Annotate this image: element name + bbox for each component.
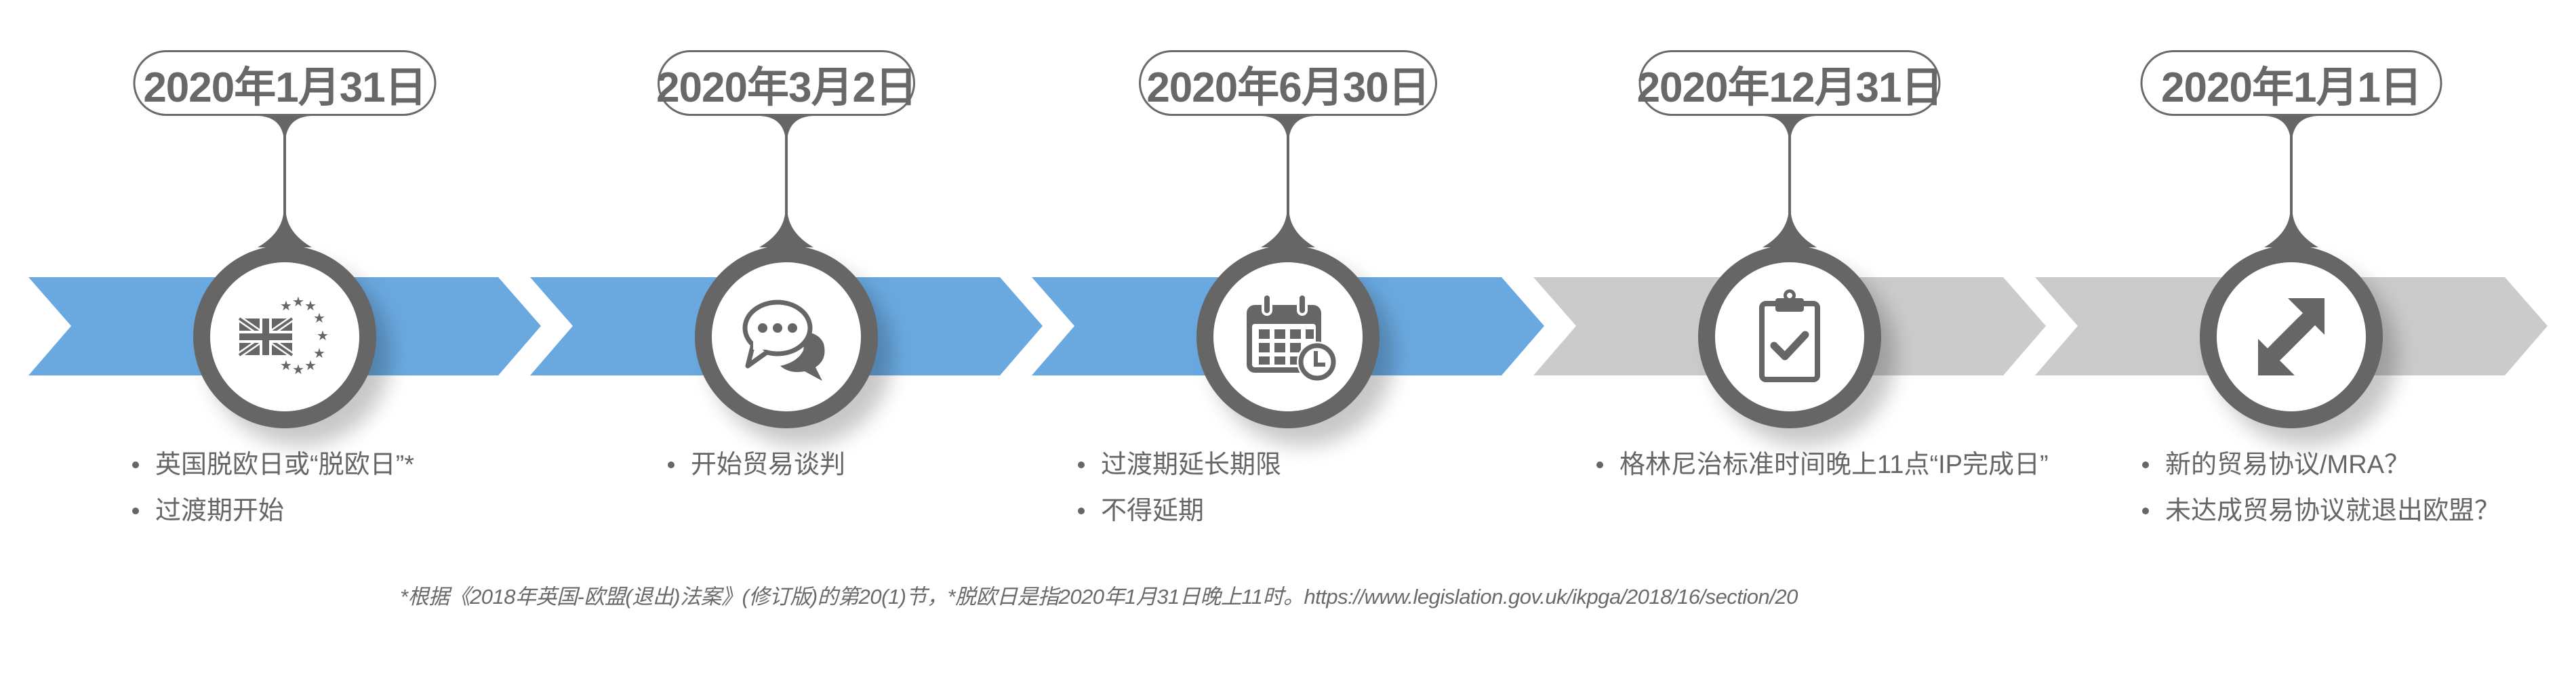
connectors [258,116,2318,247]
date-label: 2020年6月30日 [1146,64,1430,111]
bullet-item: 未达成贸易协议就退出欧盟？ [2142,488,2500,534]
milestone-node-1: ★★★ ★★★ ★★★ [193,245,376,428]
bullet-item: 开始贸易谈判 [668,442,845,488]
uk-eu-flag-icon: ★★★ ★★★ ★★★ [237,293,329,377]
bullet-item: 英国脱欧日或“脱欧日”* [132,442,414,488]
bullet-list-2: 开始贸易谈判 [668,442,845,488]
bullet-item: 不得延期 [1078,488,1281,534]
bullet-item: 格林尼治标准时间晚上11点“IP完成日” [1596,442,2049,488]
date-label: 2020年12月31日 [1636,64,1944,111]
bullet-list-5: 新的贸易协议/MRA？ 未达成贸易协议就退出欧盟？ [2142,442,2500,534]
svg-text:★: ★ [317,327,329,344]
svg-text:★: ★ [304,357,317,373]
chat-bubbles-icon [742,300,825,381]
milestone-node-5 [2200,245,2383,428]
svg-text:★: ★ [280,298,292,314]
date-pill-2: 2020年3月2日 [656,50,917,116]
date-pill-1: 2020年1月31日 [133,50,437,116]
svg-text:★: ★ [280,357,292,373]
milestone-node-4 [1698,245,1881,428]
milestone-node-3 [1196,245,1380,428]
svg-text:★: ★ [313,310,325,326]
date-pill-5: 2020年1月1日 [2140,50,2442,116]
footnote: *根据《2018年英国-欧盟(退出)法案》(修订版)的第20(1)节，*脱欧日是… [400,585,1798,609]
bullet-list-3: 过渡期延长期限 不得延期 [1078,442,1281,534]
svg-text:★: ★ [304,298,317,314]
date-pill-3: 2020年6月30日 [1139,50,1437,116]
calendar-clock-icon [1247,293,1337,382]
date-pill-4: 2020年12月31日 [1636,50,1944,116]
bullet-item: 过渡期延长期限 [1078,442,1281,488]
date-label: 2020年1月1日 [2161,64,2422,111]
svg-text:★: ★ [313,345,325,361]
date-label: 2020年1月31日 [143,64,426,111]
bullet-list-1: 英国脱欧日或“脱欧日”* 过渡期开始 [132,442,414,534]
clipboard-check-icon [1759,289,1820,382]
svg-text:★: ★ [292,293,304,310]
milestone-node-2 [695,245,878,428]
bullet-list-4: 格林尼治标准时间晚上11点“IP完成日” [1596,442,2049,488]
date-label: 2020年3月2日 [656,64,917,111]
svg-text:★: ★ [292,361,304,377]
bullet-item: 新的贸易协议/MRA？ [2142,442,2500,488]
bullet-item: 过渡期开始 [132,488,414,534]
exchange-arrows-icon [2258,298,2325,375]
